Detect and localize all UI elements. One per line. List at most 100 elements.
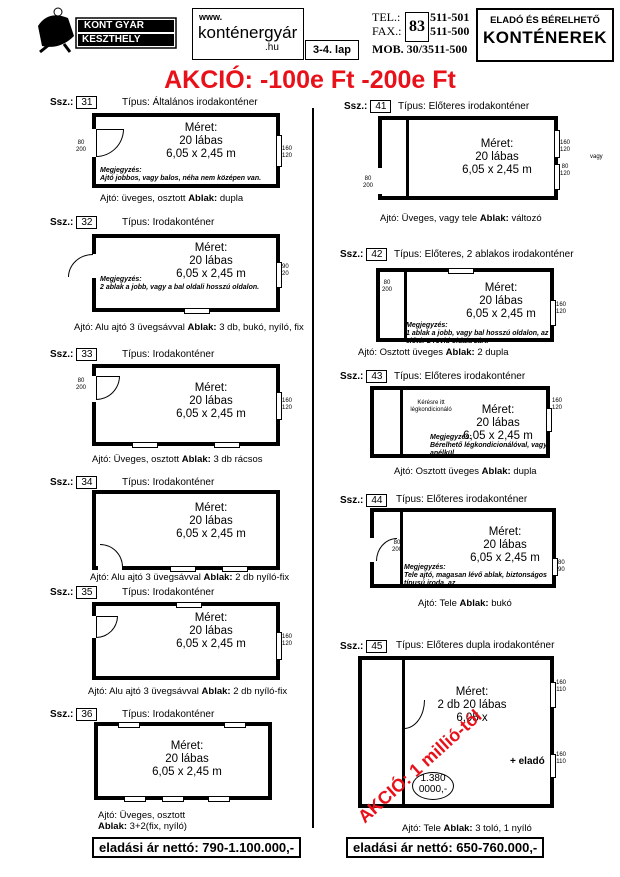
note: Megjegyzés:1 ablak a jobb, vagy bal hoss… <box>406 322 549 345</box>
entry-31-header: Ssz.:31 <box>50 96 98 109</box>
entry-34-caption: Ajtó: Alu ajtó 3 üvegsávval Ablak: 2 db … <box>90 572 290 583</box>
dim-right: 160 120 <box>282 398 293 411</box>
entry-45-caption: Ajtó: Tele Ablak: 3 toló, 1 nyíló <box>402 823 532 834</box>
entry-number: 32 <box>76 216 98 229</box>
brand-line-2: KONTÉNEREK <box>482 28 607 47</box>
entry-number: 44 <box>366 494 388 507</box>
entry-36-header: Ssz.:36 <box>50 708 98 721</box>
ac-note: Kérésre itt légkondicionáló <box>410 400 452 413</box>
dim-right: 160 120 <box>282 146 293 159</box>
dim-right-b: 160 110 <box>556 752 567 765</box>
entry-42-header: Ssz.:42 <box>340 248 388 261</box>
entry-33-caption: Ajtó: Üveges, osztott Ablak: 3 db rácsos <box>92 454 263 465</box>
entry-45-type: Típus: Előteres dupla irodakonténer <box>396 640 555 651</box>
dim-right: 80 90 <box>558 560 565 573</box>
entry-42-type: Típus: Előteres, 2 ablakos irodakonténer <box>394 249 574 260</box>
dim-left: 80 200 <box>76 378 87 391</box>
entry-number: 42 <box>366 248 388 261</box>
domain-suffix: .hu <box>265 42 279 53</box>
dim-right-2: 80 120 <box>560 164 571 177</box>
entry-44-header: Ssz.:44 <box>340 494 388 507</box>
page-number: 3-4. lap <box>305 40 359 60</box>
entry-41-caption: Ajtó: Üveges, vagy tele Ablak: változó <box>380 213 542 224</box>
entry-number: 35 <box>76 586 98 599</box>
vagy-label: vagy <box>590 154 603 160</box>
entry-number: 31 <box>76 96 98 109</box>
promo-headline: AKCIÓ: -100e Ft -200e Ft <box>164 66 456 94</box>
entry-34-type: Típus: Irodakonténer <box>122 477 215 488</box>
ssz-label: Ssz.: <box>50 97 74 108</box>
www-label: www. <box>199 12 223 22</box>
entry-32-caption: Ajtó: Alu ajtó 3 üvegsávval Ablak: 3 db,… <box>74 322 304 333</box>
entry-33-header: Ssz.:33 <box>50 348 98 361</box>
dim-left: 80 200 <box>382 280 393 293</box>
entry-44-caption: Ajtó: Tele Ablak: bukó <box>418 598 512 609</box>
entry-number: 41 <box>370 100 392 113</box>
dim-left: 80 200 <box>363 176 374 189</box>
entry-43-header: Ssz.:43 <box>340 370 388 383</box>
mobile-number: MOB. 30/3511-500 <box>372 42 468 56</box>
fax-number: 511-500 <box>430 24 470 38</box>
entry-number: 43 <box>366 370 388 383</box>
dim-left: 80 200 <box>76 140 87 153</box>
entry-number: 33 <box>76 348 98 361</box>
entry-45-header: Ssz.:45 <box>340 640 388 653</box>
company-logo: KONT GYÁR KESZTHELY <box>30 6 180 54</box>
price-right: eladási ár nettó: 650-760.000,- <box>346 837 545 858</box>
entry-43-caption: Ajtó: Osztott üveges Ablak: dupla <box>394 466 537 477</box>
for-sale-label: + eladó <box>510 756 545 767</box>
entry-36-type: Típus: Irodakonténer <box>122 709 215 720</box>
tel-label: TEL.: <box>372 10 401 24</box>
entry-number: 45 <box>366 640 388 653</box>
note: Megjegyzés:Tele ajtó, magasan lévő ablak… <box>404 564 547 587</box>
area-code: 83 <box>405 12 429 42</box>
tel-number: 511-501 <box>430 10 470 24</box>
brand-box: ELADÓ ÉS BÉRELHETŐ KONTÉNEREK <box>476 8 614 62</box>
dim-right: 160 120 <box>282 634 293 647</box>
website-box: www. konténergyár .hu <box>192 8 304 60</box>
entry-32-header: Ssz.:32 <box>50 216 98 229</box>
door-arc <box>68 254 93 277</box>
entry-41-type: Típus: Előteres irodakonténer <box>398 101 530 112</box>
logo-text-2: KESZTHELY <box>82 34 141 45</box>
dim-right-a: 160 110 <box>556 680 567 693</box>
entry-34-header: Ssz.:34 <box>50 476 98 489</box>
entry-number: 34 <box>76 476 98 489</box>
entry-31-type: Típus: Általános irodakonténer <box>122 97 258 108</box>
phone-numbers: 511-501 511-500 <box>430 10 469 38</box>
entry-43-floorplan: Kérésre itt légkondicionáló Méret:20 láb… <box>370 386 552 458</box>
entry-43-type: Típus: Előteres irodakonténer <box>394 371 526 382</box>
dim-right: 160 120 <box>552 398 563 411</box>
note: Megjegyzés:Bérelhető légkondicionálóval,… <box>430 434 548 457</box>
entry-44-type: Típus: Előteres irodakonténer <box>396 494 528 505</box>
dim-left: 80 200 <box>392 540 403 553</box>
entry-35-caption: Ajtó: Alu ajtó 3 üvegsávval Ablak: 2 db … <box>88 686 288 697</box>
tel-labels: TEL.: FAX.: <box>372 10 406 38</box>
brand-line-1: ELADÓ ÉS BÉRELHETŐ <box>490 15 600 26</box>
dim-right: 160 120 <box>556 302 567 315</box>
logo-text-1: KONT GYÁR <box>84 20 144 31</box>
entry-41-header: Ssz.:41 <box>344 100 392 113</box>
note: Megjegyzés:2 ablak a jobb, vagy a bal ol… <box>100 276 260 291</box>
domain-link[interactable]: konténergyár <box>198 23 298 42</box>
note: Megjegyzés:Ajtó jobbos, vagy balos, néha… <box>100 167 262 182</box>
